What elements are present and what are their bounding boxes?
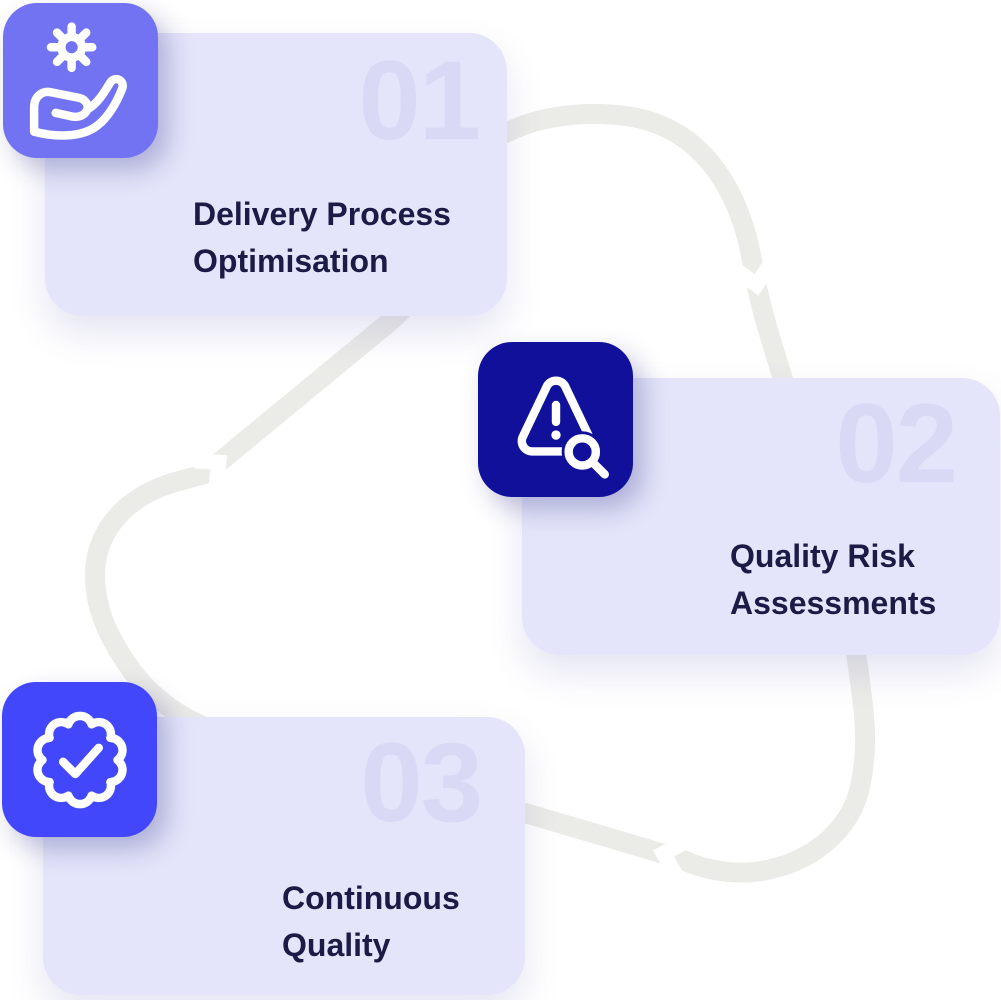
arrowhead-step3-to-step1 (193, 453, 228, 488)
step-badge-01 (3, 3, 158, 158)
step-title-03: Continuous Quality (282, 875, 460, 969)
badge-check-icon (32, 711, 127, 808)
arrowhead-step1-to-step2 (732, 260, 777, 296)
step-title-01-line2: Optimisation (193, 243, 389, 279)
step-number-02: 02 (835, 381, 958, 506)
step-title-01-line1: Delivery Process (193, 196, 451, 232)
step-title-02-line2: Assessments (730, 585, 937, 621)
step-title-03-line2: Quality (282, 927, 391, 963)
cycle-path (84, 103, 876, 883)
step-title-02-line1: Quality Risk (730, 538, 915, 574)
step-title-01: Delivery Process Optimisation (193, 191, 451, 285)
step-title-03-line1: Continuous (282, 880, 460, 916)
step-number-01: 01 (358, 38, 481, 163)
step-badge-02 (478, 342, 633, 497)
warning-search-icon (517, 376, 609, 479)
hand-gear-icon (29, 21, 127, 140)
step-number-03: 03 (360, 720, 483, 845)
step-title-02: Quality Risk Assessments (730, 533, 936, 627)
step-badge-03 (2, 682, 157, 837)
arrowhead-step2-to-step3 (652, 835, 689, 879)
